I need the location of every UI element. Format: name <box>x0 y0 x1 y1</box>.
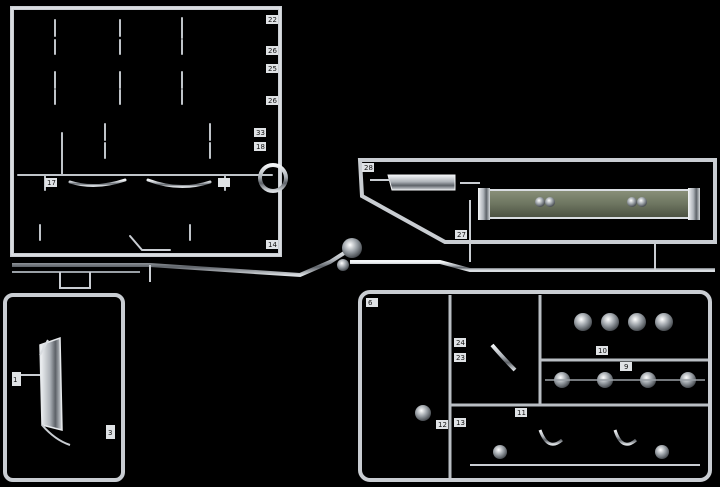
frame-top-right <box>357 158 717 244</box>
part-number-25: 25 <box>268 65 277 73</box>
part-number-17: 17 <box>47 179 56 187</box>
part-number-26b: 26 <box>268 97 277 105</box>
part-number-1: 1 <box>13 376 17 384</box>
frame-bottom-left <box>3 293 125 482</box>
mirror-part <box>39 336 63 431</box>
part-number-11: 11 <box>517 409 526 417</box>
part-number-23: 23 <box>456 354 465 362</box>
part-number-26a: 26 <box>268 47 277 55</box>
lamp-parts-row <box>565 313 690 332</box>
part-number-18: 18 <box>256 143 265 151</box>
part-number-9: 9 <box>624 363 628 371</box>
part-number-13: 13 <box>456 419 465 427</box>
part-number-12: 12 <box>438 421 447 429</box>
number-tags-top-left: 22 26 25 26 33 18 17 14 <box>45 15 278 249</box>
sprue-bottom-right: 6 24 23 13 12 11 10 9 <box>358 290 712 482</box>
part-number-10: 10 <box>598 347 607 355</box>
sprue-bottom-left: 1 3 <box>3 293 125 482</box>
part-number-27: 27 <box>457 231 466 239</box>
part-number-28: 28 <box>364 164 373 172</box>
sprue-top-left: 22 26 25 26 33 18 17 14 <box>10 6 288 257</box>
part-number-14: 14 <box>268 241 277 249</box>
part-number-6: 6 <box>368 299 373 307</box>
ring-part <box>258 163 288 193</box>
part-number-33: 33 <box>256 129 265 137</box>
small-lamps-row <box>545 372 705 388</box>
part-number-24: 24 <box>456 339 465 347</box>
rod-parts-upper <box>15 25 275 236</box>
part-number-22: 22 <box>268 16 277 24</box>
grille-part <box>387 174 456 191</box>
main-runner <box>12 238 715 480</box>
bumper-part <box>487 189 691 219</box>
sprue-top-right: 28 27 <box>357 158 717 270</box>
sprue-gate-disc <box>342 238 362 258</box>
part-number-3: 3 <box>108 429 112 437</box>
frame-bottom-right <box>358 290 712 482</box>
